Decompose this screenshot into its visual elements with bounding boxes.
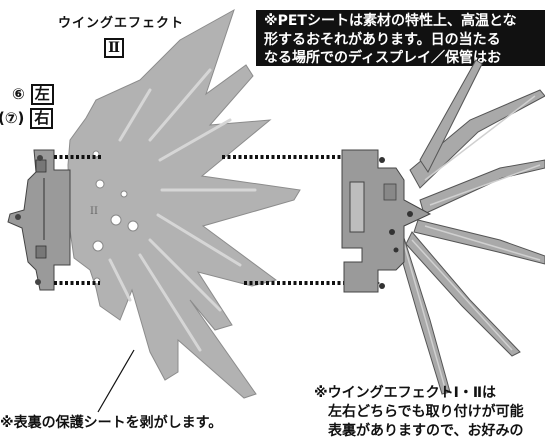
side-left-box: 左 (30, 84, 54, 105)
protective-sheet-note: ※表裏の保護シートを剥がします。 (0, 415, 223, 431)
wing-number-badge: Ⅱ (104, 38, 124, 58)
note-line: ※ウイングエフェクトⅠ・Ⅱは (314, 385, 497, 401)
note-line: 表裏がありますので、お好みの (328, 423, 524, 439)
note-line: 左右どちらでも取り付けが可能 (328, 404, 524, 420)
warning-line: ※PETシートは素材の特性上、高温とな (264, 13, 517, 29)
left-mount-part (7, 149, 71, 291)
sheet-mark: II (90, 206, 98, 217)
part-label-right: (⑦) 右 (0, 108, 54, 129)
warning-line: 形するおそれがあります。日の当たる (264, 31, 501, 48)
attachment-note: ※ウイングエフェクトⅠ・Ⅱは 左右どちらでも取り付けが可能 表裏がありますので、… (314, 384, 524, 441)
side-right-box: 右 (30, 108, 54, 129)
leader-line (97, 349, 135, 413)
wing-effect-sheet (67, 8, 301, 399)
pet-sheet-warning: ※PETシートは素材の特性上、高温とな 形するおそれがあります。日の当たる なる… (256, 10, 545, 66)
wing-effect-title: ウイングエフェクト (58, 16, 185, 31)
right-assembled-part (341, 59, 545, 395)
sheet-streaks (108, 68, 257, 352)
part-number: ⑥ (12, 85, 25, 103)
part-number: (⑦) (0, 109, 25, 127)
warning-line: なる場所でのディスプレイ／保管はお (264, 50, 502, 66)
